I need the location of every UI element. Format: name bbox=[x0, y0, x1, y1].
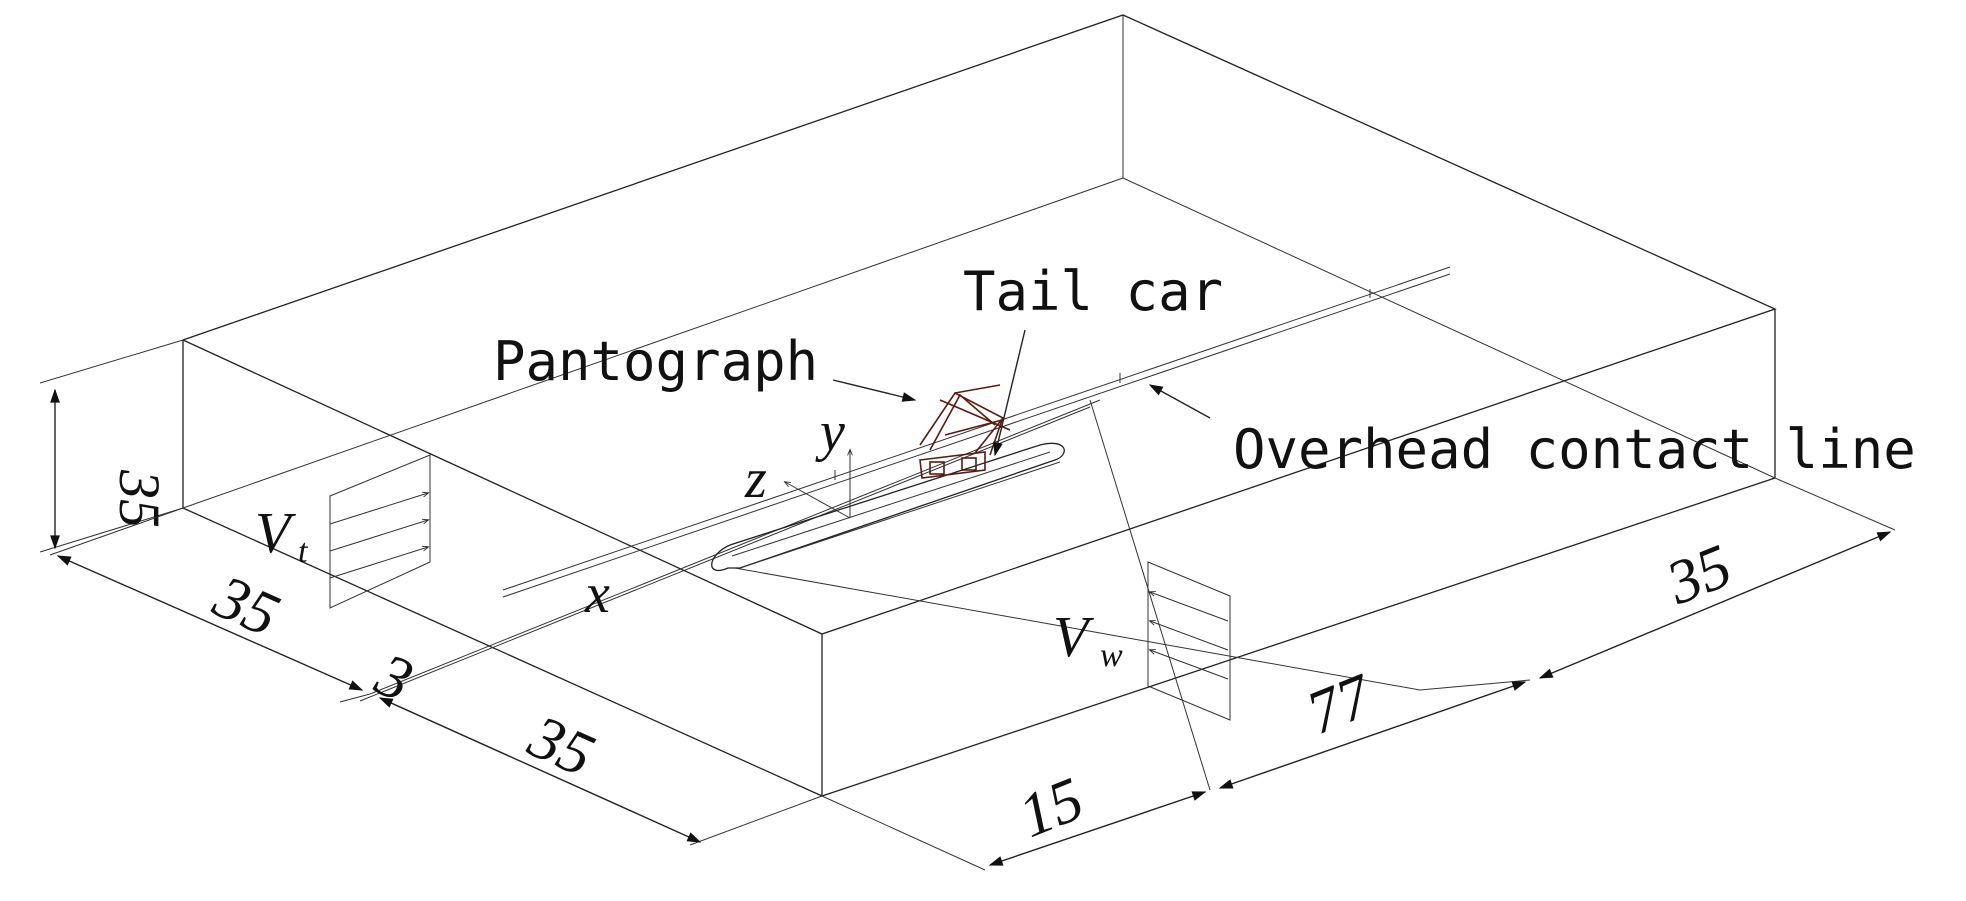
dim-height bbox=[39, 339, 184, 553]
box-bottom-back-right bbox=[1122, 177, 1776, 479]
dim-front-left-label: 35 bbox=[203, 562, 288, 650]
dim-height-label: 35 bbox=[107, 469, 172, 528]
vw-subscript: w bbox=[1100, 637, 1123, 674]
ground-line-3 bbox=[734, 567, 1421, 691]
x-axis-label: x bbox=[584, 563, 610, 625]
tail-car-label: Tail car bbox=[963, 260, 1223, 323]
box-bottom-right bbox=[821, 477, 1776, 797]
box-bottom-back-left bbox=[182, 177, 1124, 509]
vt-subscript: t bbox=[298, 533, 309, 570]
dim-front-right-chain bbox=[821, 399, 1896, 871]
dim-front-left-chain bbox=[49, 507, 823, 846]
dim-depth-back-label: 35 bbox=[1657, 532, 1741, 619]
coordinate-axes bbox=[785, 450, 850, 519]
dim-depth-front-label: 15 bbox=[1010, 765, 1093, 851]
dim-gap-label: 3 bbox=[365, 640, 422, 715]
overhead-contact-line bbox=[502, 266, 1451, 598]
dim-front-right-label: 35 bbox=[518, 702, 603, 790]
vt-profile bbox=[329, 454, 431, 609]
vw-profile bbox=[1147, 561, 1231, 721]
vt-label: V bbox=[255, 500, 297, 565]
pantograph-leader bbox=[832, 379, 917, 402]
vw-label: V bbox=[1053, 604, 1095, 669]
pantograph-drawing bbox=[919, 384, 1011, 479]
z-axis-label: z bbox=[744, 448, 767, 510]
pantograph-label: Pantograph bbox=[493, 330, 818, 393]
ground-line-1 bbox=[369, 399, 1101, 695]
overhead-line-label: Overhead contact line bbox=[1233, 418, 1916, 481]
overhead-line-leader bbox=[1148, 384, 1211, 419]
y-axis-label: y bbox=[815, 401, 845, 463]
box-top-face bbox=[182, 14, 1777, 635]
ground-line-2 bbox=[359, 406, 1091, 702]
tail-car bbox=[711, 442, 1065, 571]
tail-car-leader bbox=[993, 329, 1026, 457]
dim-depth-mid-label: 77 bbox=[1298, 661, 1384, 748]
